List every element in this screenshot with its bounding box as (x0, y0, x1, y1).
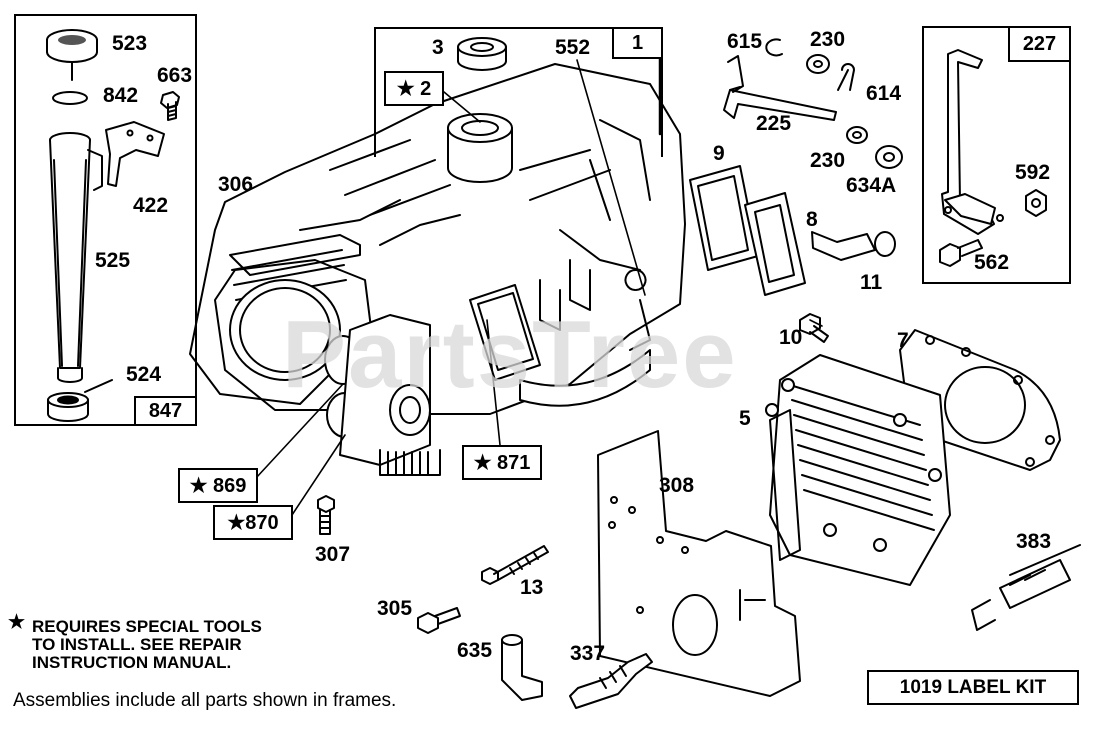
tool-383 (971, 544, 1081, 631)
left-frame (14, 14, 197, 426)
cylinder-head-5 (765, 354, 951, 586)
special-tools-line-3: INSTRUCTION MANUAL. (32, 653, 232, 672)
label-663: 663 (157, 64, 193, 87)
clip-614 (837, 63, 855, 91)
bolt-305 (417, 607, 461, 634)
label-592: 592 (1015, 161, 1051, 184)
right-frame-label: 227 (1008, 26, 1071, 62)
cylinder-crankcase-306 (189, 63, 686, 476)
label-230-bottom: 230 (810, 149, 846, 172)
label-308: 308 (659, 474, 695, 497)
label-3: 3 (432, 36, 444, 59)
elbow-635 (501, 634, 543, 701)
label-337: 337 (570, 642, 606, 665)
bolt-307 (317, 495, 335, 535)
grommet-524 (47, 379, 113, 422)
label-kit-box: 1019 LABEL KIT (867, 670, 1079, 705)
clip-615 (765, 38, 783, 57)
assemblies-note: Assemblies include all parts shown in fr… (13, 690, 397, 711)
center-frame-label: 1 (612, 27, 663, 59)
label-552: 552 (555, 36, 591, 59)
label-422: 422 (133, 194, 169, 217)
label-307: 307 (315, 543, 351, 566)
leader-lines (255, 59, 823, 516)
label-635: 635 (457, 639, 493, 662)
governor-lever-227 (941, 49, 1004, 235)
governor-shaft-225 (723, 55, 837, 121)
special-tools-note: REQUIRES SPECIAL TOOLS TO INSTALL. SEE R… (32, 618, 262, 672)
label-614: 614 (866, 82, 902, 105)
dipstick-tube-525 (49, 132, 103, 383)
stud-13 (481, 545, 549, 585)
label-842: 842 (103, 84, 139, 107)
special-tools-line-2: TO INSTALL. SEE REPAIR (32, 635, 242, 654)
spark-plug-337 (569, 653, 653, 709)
special-tools-star: ★ (8, 612, 26, 633)
dipstick-cap-523 (46, 29, 98, 81)
label-11: 11 (860, 271, 883, 294)
label-9: 9 (713, 142, 725, 165)
nut-592 (1025, 189, 1047, 217)
washer-230-bottom (846, 126, 868, 144)
baffle-308 (597, 430, 801, 697)
starred-box-870: ★870 (213, 505, 293, 540)
label-225: 225 (756, 112, 792, 135)
breather-8 (744, 192, 806, 296)
right-frame (922, 26, 1071, 284)
special-tools-line-1: REQUIRES SPECIAL TOOLS (32, 617, 262, 636)
breather-tube-11 (811, 231, 896, 261)
label-230-top: 230 (810, 28, 846, 51)
label-634a: 634A (846, 174, 897, 197)
watermark: PartsTree (282, 301, 738, 408)
washer-230-top (806, 54, 830, 74)
label-523: 523 (112, 32, 148, 55)
center-frame-top (374, 27, 663, 157)
bracket-422 (105, 121, 165, 187)
starred-box-871: ★ 871 (462, 445, 542, 480)
label-383: 383 (1016, 530, 1052, 553)
bolt-10 (799, 313, 829, 343)
label-7: 7 (897, 329, 909, 352)
bolt-663 (160, 91, 180, 121)
label-13: 13 (520, 576, 544, 599)
starred-box-2: ★ 2 (384, 71, 444, 106)
label-305: 305 (377, 597, 413, 620)
label-10: 10 (779, 326, 803, 349)
label-525: 525 (95, 249, 131, 272)
bearing-seal-3 (457, 37, 507, 71)
left-frame-label: 847 (134, 396, 197, 426)
label-5: 5 (739, 407, 751, 430)
o-ring-842 (52, 91, 88, 105)
label-8: 8 (806, 208, 818, 231)
label-615: 615 (727, 30, 763, 53)
label-306: 306 (218, 173, 254, 196)
label-524: 524 (126, 363, 162, 386)
seal-634a (875, 145, 903, 169)
starred-box-869: ★ 869 (178, 468, 258, 503)
label-562: 562 (974, 251, 1010, 274)
bolt-562 (939, 239, 983, 267)
